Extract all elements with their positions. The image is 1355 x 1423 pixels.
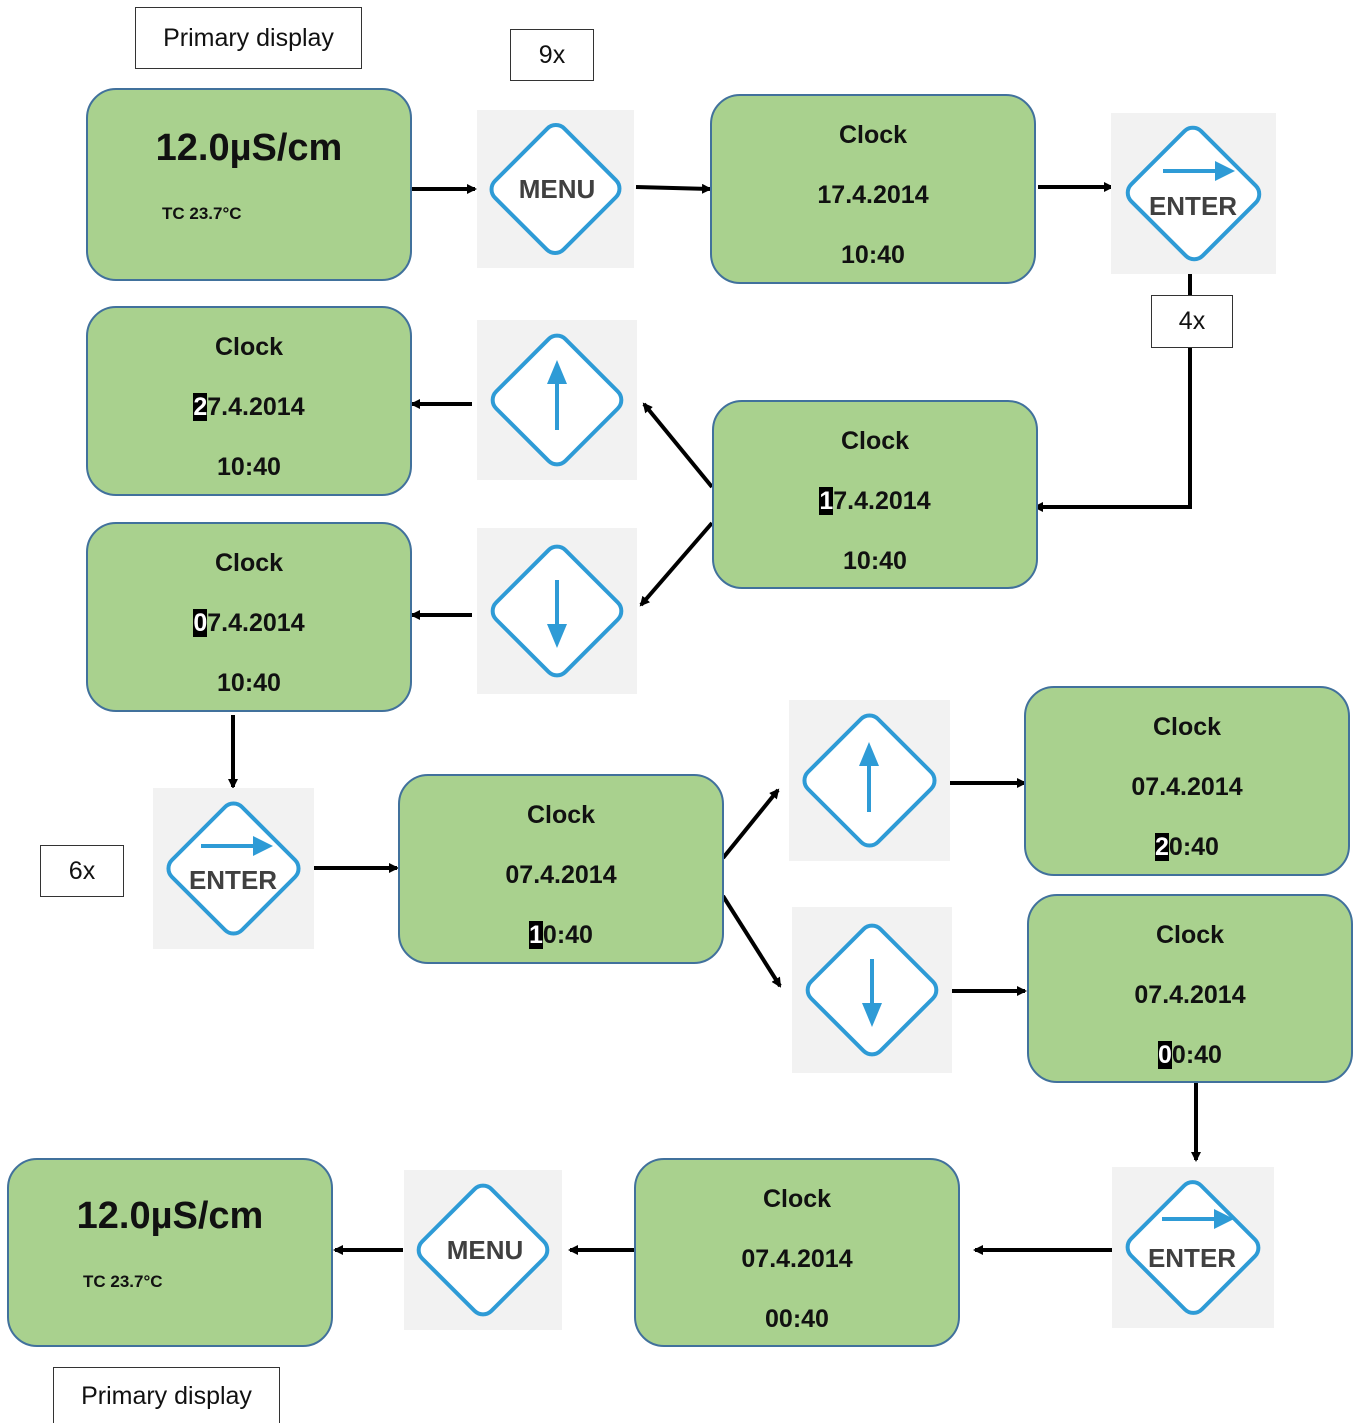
enter-label: ENTER	[1148, 1243, 1236, 1273]
time-rest: 0:40	[542, 921, 593, 949]
clock-date: 07.4.2014	[505, 861, 617, 889]
clock-time: 10:40	[217, 669, 281, 697]
clock-title: Clock	[1155, 921, 1225, 949]
conductivity-value: 12.0µS/cm	[155, 127, 343, 169]
arrow-clock-to-up	[642, 402, 714, 489]
conductivity-value: 12.0µS/cm	[76, 1195, 264, 1237]
clock-date: 27.4.2014	[88, 392, 410, 422]
enter-button-icon[interactable]: ENTER	[153, 788, 314, 949]
clock-time: 10:40	[217, 453, 281, 481]
cursor-digit: 0	[1158, 1041, 1172, 1069]
arrow-clock-to-up-2	[721, 788, 780, 860]
clock-time: 10:40	[841, 241, 905, 269]
clock-time: 00:40	[765, 1305, 829, 1333]
arrow-4x-to-clock-edit	[1033, 348, 1192, 512]
clock-date: 07.4.2014	[1134, 981, 1246, 1009]
clock-screen-edit-hour: Clock 07.4.2014 10:40	[398, 774, 724, 964]
primary-display-screen-return: 12.0µS/cm TC 23.7°C	[7, 1158, 333, 1347]
primary-display-label-bottom: Primary display	[53, 1367, 280, 1423]
clock-date: 07.4.2014	[741, 1245, 853, 1273]
clock-screen-initial: Clock 17.4.2014 10:40	[710, 94, 1036, 284]
down-arrow-icon[interactable]	[792, 907, 952, 1073]
up-arrow-icon[interactable]	[477, 320, 637, 480]
enter-label: ENTER	[189, 865, 277, 895]
cursor-digit: 1	[819, 487, 834, 515]
cursor-digit: 2	[1155, 833, 1169, 861]
time-rest: 0:40	[1171, 1041, 1222, 1069]
clock-date: 17.4.2014	[817, 181, 929, 209]
enter-label: ENTER	[1149, 191, 1237, 221]
clock-time: 10:40	[843, 547, 907, 575]
clock-date: 17.4.2014	[714, 486, 1036, 516]
clock-title: Clock	[838, 121, 908, 149]
temperature-reading: TC 23.7°C	[83, 1272, 163, 1291]
clock-date: 07.4.2014	[88, 608, 410, 638]
temperature-reading: TC 23.7°C	[162, 204, 242, 223]
clock-time: 10:40	[400, 920, 722, 950]
down-arrow-icon[interactable]	[477, 528, 637, 694]
enter-button-icon[interactable]: ENTER	[1111, 113, 1276, 274]
clock-screen-edit-day: Clock 17.4.2014 10:40	[712, 400, 1038, 589]
menu-label: MENU	[519, 174, 596, 204]
menu-button-icon[interactable]: MENU	[477, 110, 634, 268]
date-rest: 7.4.2014	[833, 487, 931, 515]
date-rest: 7.4.2014	[207, 393, 305, 421]
clock-screen-day-decremented: Clock 07.4.2014 10:40	[86, 522, 412, 712]
clock-screen-final: Clock 07.4.2014 00:40	[634, 1158, 960, 1347]
clock-title: Clock	[840, 427, 910, 455]
clock-title: Clock	[214, 549, 284, 577]
up-arrow-icon[interactable]	[789, 700, 950, 861]
primary-display-label-top: Primary display	[135, 7, 362, 69]
date-rest: 7.4.2014	[207, 609, 305, 637]
clock-screen-hour-incremented: Clock 07.4.2014 20:40	[1024, 686, 1350, 876]
arrow-clock-to-down-2	[721, 894, 782, 988]
primary-display-screen: 12.0µS/cm TC 23.7°C	[86, 88, 412, 281]
clock-title: Clock	[1152, 713, 1222, 741]
clock-time: 20:40	[1026, 832, 1348, 862]
menu-label: MENU	[447, 1235, 524, 1265]
clock-title: Clock	[526, 801, 596, 829]
press-count-label-4x: 4x	[1151, 295, 1233, 348]
time-rest: 0:40	[1168, 833, 1219, 861]
arrow-menu-to-clock	[635, 183, 712, 194]
cursor-digit: 0	[193, 609, 208, 637]
enter-button-icon[interactable]: ENTER	[1112, 1167, 1274, 1328]
clock-screen-day-incremented: Clock 27.4.2014 10:40	[86, 306, 412, 496]
arrow-clock-to-down	[639, 521, 714, 607]
clock-date: 07.4.2014	[1131, 773, 1243, 801]
press-count-label-6x: 6x	[40, 845, 124, 897]
press-count-label-9x: 9x	[510, 29, 594, 81]
clock-screen-hour-decremented: Clock 07.4.2014 00:40	[1027, 894, 1353, 1083]
clock-time: 00:40	[1029, 1040, 1351, 1070]
cursor-digit: 2	[193, 393, 208, 421]
clock-title: Clock	[214, 333, 284, 361]
cursor-digit: 1	[529, 921, 543, 949]
menu-button-icon[interactable]: MENU	[404, 1170, 562, 1330]
clock-title: Clock	[762, 1185, 832, 1213]
